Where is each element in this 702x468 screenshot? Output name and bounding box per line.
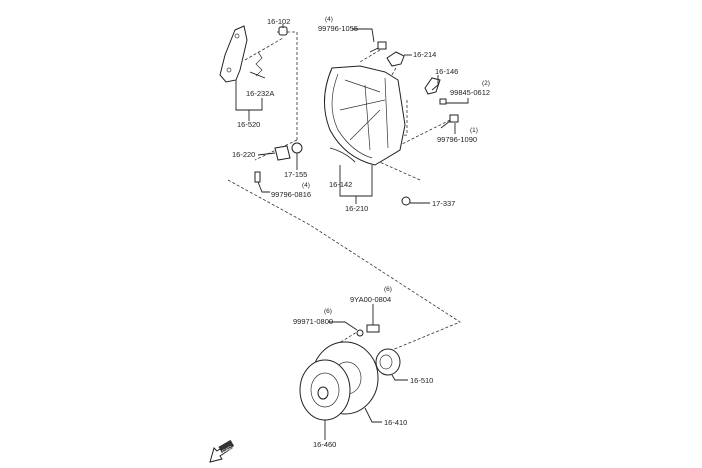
part-17-155-bushing[interactable]: [291, 142, 303, 154]
qty-99796-0816: (4): [302, 182, 310, 189]
label-16-102: 16-102: [267, 17, 290, 26]
qty-9YA00-0804: (6): [384, 286, 392, 293]
label-17-155: 17-155: [284, 170, 307, 179]
label-99796-0816: 99796-0816: [271, 190, 311, 199]
label-99796-1090: 99796-1090: [437, 135, 477, 144]
label-16-210: 16-210: [345, 204, 368, 213]
label-16-142: 16-142: [329, 180, 352, 189]
part-99796-1090-bolt[interactable]: [440, 114, 459, 129]
part-16-210-clutch-housing[interactable]: [323, 65, 406, 166]
leader-lines: [235, 24, 469, 440]
label-16-520: 16-520: [237, 120, 260, 129]
label-16-460: 16-460: [313, 440, 336, 449]
forward-label: FWD: [221, 444, 233, 454]
part-16-460-clutch-disc[interactable]: [299, 359, 351, 421]
forward-direction-arrow-icon: FWD: [209, 439, 235, 463]
qty-99796-1090: (1): [470, 127, 478, 134]
part-17-337-bolt[interactable]: [401, 196, 411, 206]
part-16-214-bracket[interactable]: [386, 51, 405, 67]
label-99796-1055: 99796-1055: [318, 24, 358, 33]
part-labels: 16-102 (4) 99796-1055 16-214 16-146 (2) …: [232, 16, 490, 449]
part-16-102-pivot[interactable]: [278, 26, 288, 36]
part-16-220-shaft[interactable]: [274, 145, 291, 161]
qty-99796-1055: (4): [325, 16, 333, 23]
label-16-410: 16-410: [384, 418, 407, 427]
label-16-220: 16-220: [232, 150, 255, 159]
label-16-214: 16-214: [413, 50, 436, 59]
label-99845-0612: 99845-0612: [450, 88, 490, 97]
label-16-232A: 16-232A: [246, 89, 274, 98]
label-17-337: 17-337: [432, 199, 455, 208]
label-16-146: 16-146: [435, 67, 458, 76]
part-9YA00-0804-bolt[interactable]: [366, 324, 380, 333]
assembly-guide-lines: [227, 31, 461, 356]
part-99971-0800-washer[interactable]: [356, 329, 364, 337]
part-16-510-release-bearing[interactable]: [375, 348, 401, 376]
part-99796-1055-bolt[interactable]: [369, 41, 387, 53]
qty-99971-0800: (6): [324, 308, 332, 315]
part-16-146-plate[interactable]: [424, 77, 441, 95]
part-16-520-fork[interactable]: [219, 25, 248, 83]
part-16-232A-spring[interactable]: [249, 51, 266, 79]
part-99796-0816-bolt[interactable]: [254, 171, 261, 183]
part-99845-0612-bolt[interactable]: [439, 98, 447, 105]
label-99971-0800: 99971-0800: [293, 317, 333, 326]
label-9YA00-0804: 9YA00-0804: [350, 295, 391, 304]
label-16-510: 16-510: [410, 376, 433, 385]
part-16-142-seal[interactable]: [329, 147, 356, 163]
qty-99845-0612: (2): [482, 80, 490, 87]
